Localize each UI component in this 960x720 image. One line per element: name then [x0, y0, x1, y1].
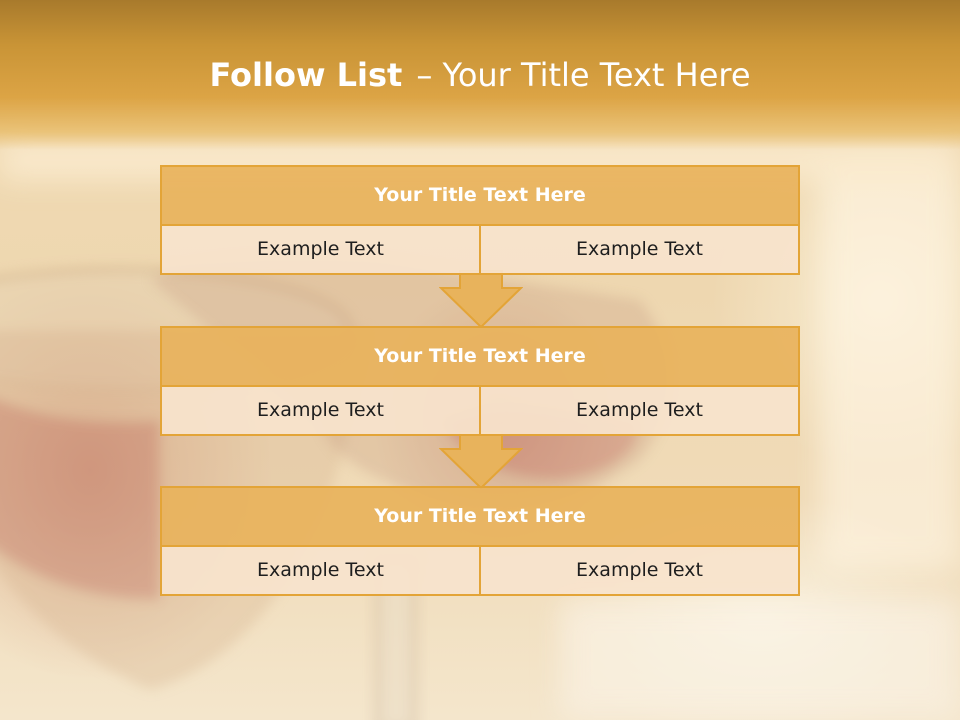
- block-cell-right: Example Text: [479, 547, 798, 594]
- block-cell-left: Example Text: [257, 559, 384, 581]
- list-block-3: Your Title Text Here Example Text Exampl…: [160, 486, 800, 596]
- block-title: Your Title Text Here: [162, 488, 798, 547]
- block-title: Your Title Text Here: [162, 328, 798, 387]
- down-arrow-icon: [439, 431, 523, 489]
- block-row: Example Text Example Text: [162, 387, 798, 434]
- slide-title-rest: – Your Title Text Here: [416, 56, 751, 94]
- slide-title: Follow List – Your Title Text Here: [0, 52, 960, 98]
- block-row: Example Text Example Text: [162, 226, 798, 273]
- slide-title-bold: Follow List: [209, 56, 403, 94]
- list-block-2: Your Title Text Here Example Text Exampl…: [160, 326, 800, 436]
- block-title: Your Title Text Here: [162, 167, 798, 226]
- header-band: [0, 0, 960, 150]
- block-row: Example Text Example Text: [162, 547, 798, 594]
- down-arrow-icon: [439, 270, 523, 328]
- block-cell-left: Example Text: [257, 399, 384, 421]
- block-cell-left: Example Text: [257, 238, 384, 260]
- block-cell-right: Example Text: [479, 387, 798, 434]
- list-block-1: Your Title Text Here Example Text Exampl…: [160, 165, 800, 275]
- block-cell-right: Example Text: [479, 226, 798, 273]
